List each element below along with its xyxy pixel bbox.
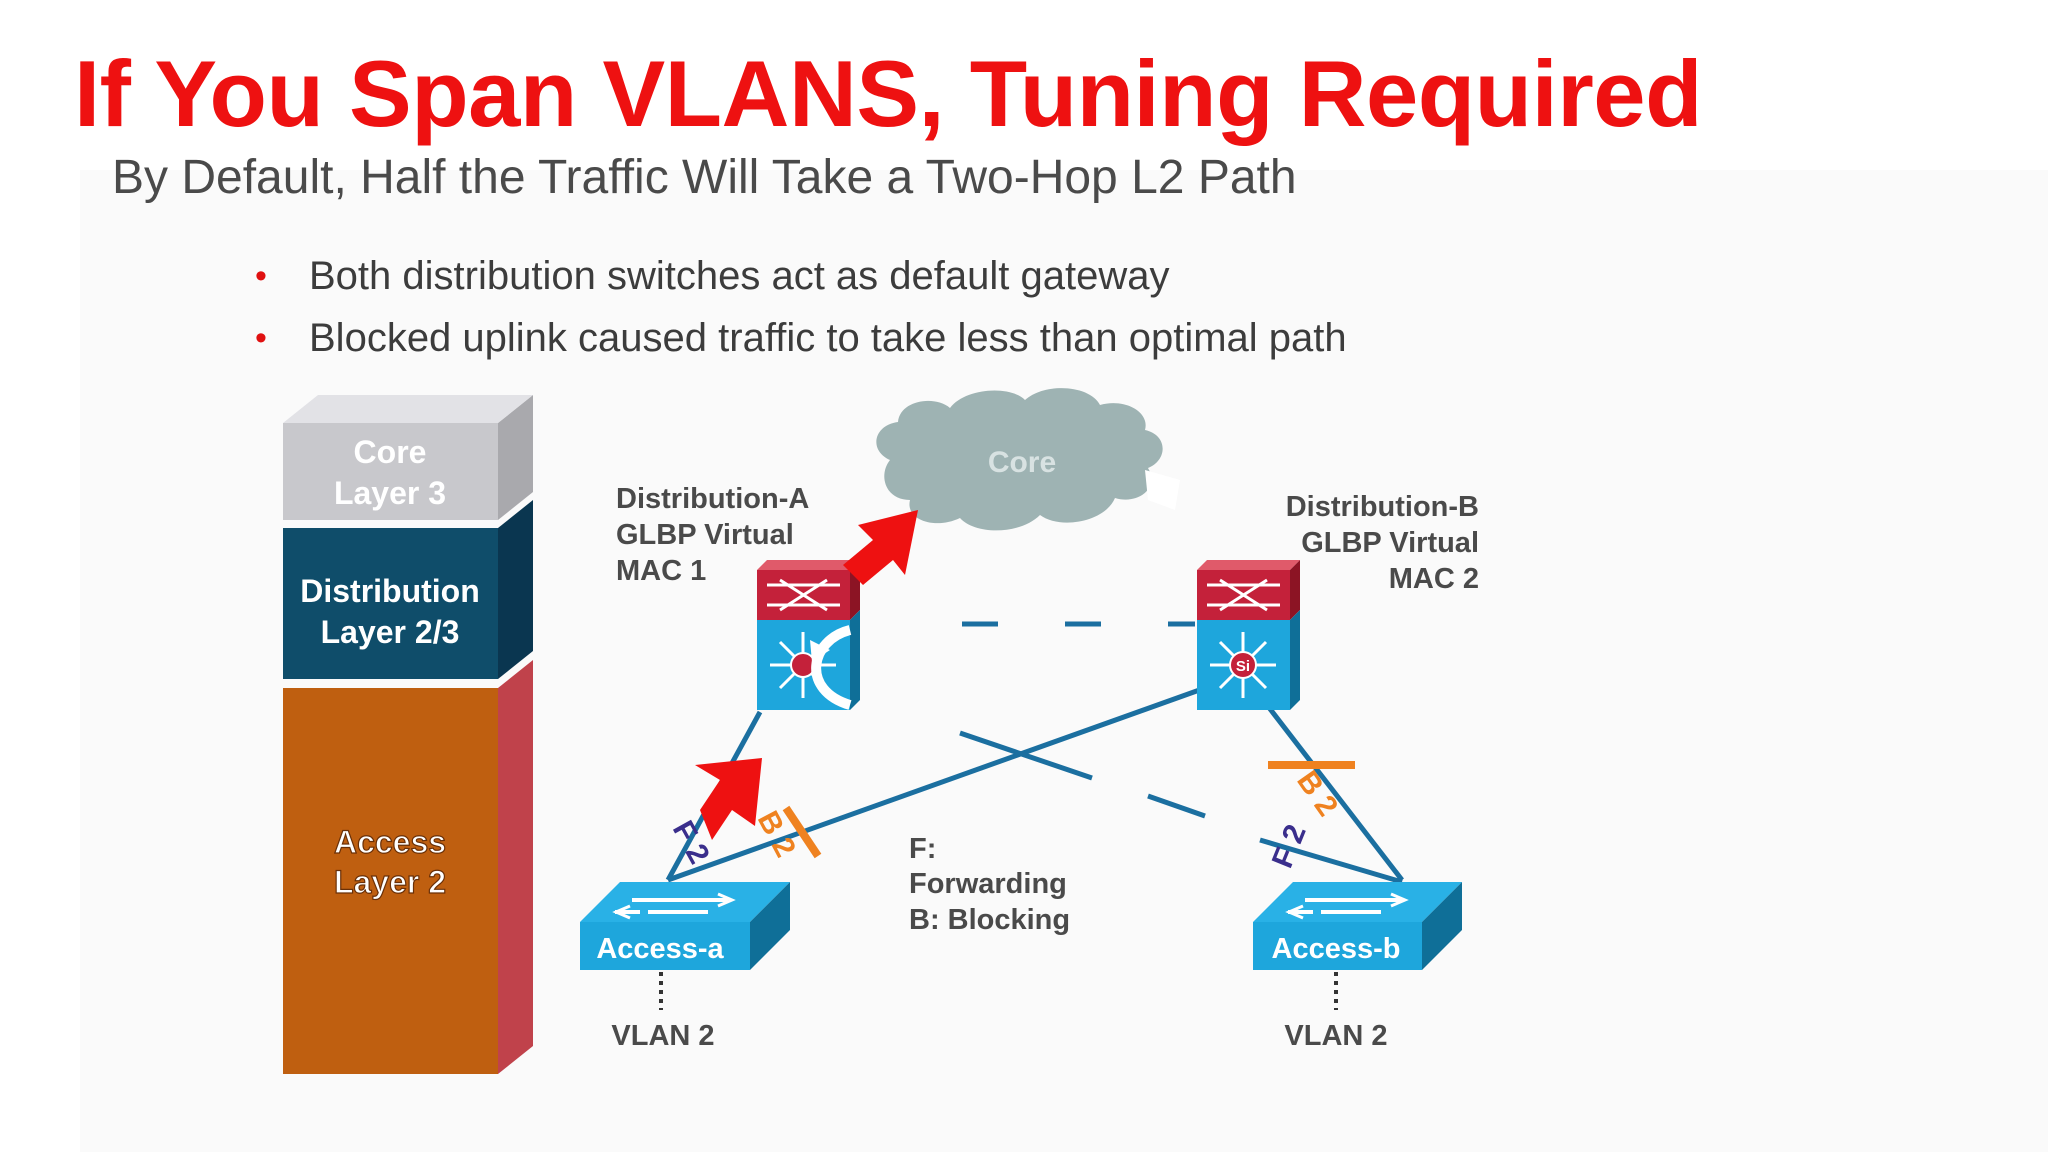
access-layer-sublabel: Layer 2 [334, 864, 446, 900]
distribution-b-mac: MAC 2 [1389, 563, 1479, 595]
distribution-layer-label: Distribution [300, 573, 480, 609]
slide-title: If You Span VLANS, Tuning Required [74, 41, 1703, 146]
bullet-list: • Both distribution switches act as defa… [255, 245, 1347, 369]
core-layer-sublabel: Layer 3 [334, 475, 446, 511]
bullet-item: • Both distribution switches act as defa… [255, 245, 1347, 307]
legend-forwarding-text: Forwarding [909, 868, 1067, 900]
distribution-layer-sublabel: Layer 2/3 [321, 614, 460, 650]
link-tag-forwarding: F 2 [1266, 820, 1313, 873]
distribution-b-glbp: GLBP Virtual [1301, 527, 1479, 559]
distribution-a-name: Distribution-A [616, 483, 809, 515]
vlan-a-label: VLAN 2 [611, 1020, 714, 1052]
core-layer-label: Core [354, 434, 427, 470]
access-b-switch: Access-b [1253, 882, 1462, 970]
access-b-label: Access-b [1272, 933, 1401, 965]
legend-forwarding-key: F: [909, 833, 936, 865]
link-access-b-to-dist-a-upper [959, 730, 1093, 781]
blocked-port-marker [782, 805, 822, 859]
legend-blocking: B: Blocking [909, 904, 1070, 936]
links [665, 685, 1404, 885]
core-layer-block [283, 395, 533, 520]
distribution-a-switch [757, 560, 860, 710]
layer-stack: Core Layer 3 Distribution Layer 2/3 Acce… [283, 395, 533, 1074]
bullet-item: • Blocked uplink caused traffic to take … [255, 307, 1347, 369]
distribution-a-mac: MAC 1 [616, 555, 706, 587]
access-a-switch: Access-a [580, 882, 790, 970]
link-access-a-to-dist-b [667, 685, 1206, 883]
link-tag-blocking: B 2 [1290, 765, 1344, 822]
si-badge: Si [1236, 658, 1250, 675]
bullet-text: Blocked uplink caused traffic to take le… [309, 316, 1347, 360]
slide-subtitle: By Default, Half the Traffic Will Take a… [112, 151, 1297, 204]
distribution-layer-block [283, 500, 533, 679]
distribution-b-name: Distribution-B [1286, 491, 1479, 523]
core-cloud: Core [876, 388, 1180, 531]
access-a-label: Access-a [596, 933, 724, 965]
bullet-dot-icon: • [255, 257, 267, 295]
link-access-b-to-dist-b [1265, 703, 1404, 882]
access-layer-label: Access [334, 824, 446, 860]
dashed-links [962, 621, 1206, 819]
core-cloud-label: Core [988, 446, 1056, 479]
bullet-text: Both distribution switches act as defaul… [309, 254, 1170, 298]
distribution-b-switch: Si [1197, 560, 1300, 710]
bullet-dot-icon: • [255, 319, 267, 357]
link-access-b-to-dist-a-lower [1259, 837, 1403, 885]
vlan-b-label: VLAN 2 [1284, 1020, 1387, 1052]
traffic-arrow-icon [695, 510, 918, 840]
distribution-a-glbp: GLBP Virtual [616, 519, 794, 551]
access-layer-block [283, 660, 533, 1074]
